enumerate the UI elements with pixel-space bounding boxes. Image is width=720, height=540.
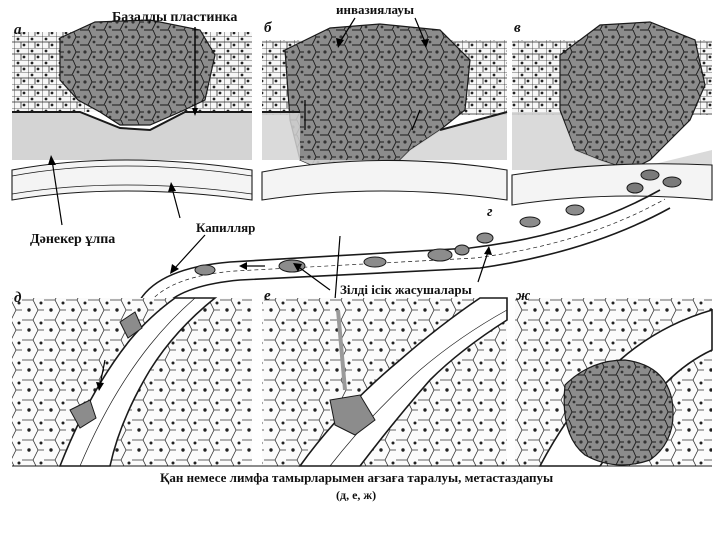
panel-letter-d: д bbox=[14, 290, 22, 306]
panel-zh bbox=[515, 298, 713, 467]
panel-letter-c: в bbox=[514, 20, 521, 36]
capillary-vessel bbox=[139, 189, 671, 306]
panel-e bbox=[262, 297, 508, 467]
panel-letter-e: е bbox=[264, 288, 271, 304]
label-basal-lamina: Базалды пластинка bbox=[112, 10, 238, 25]
panel-b bbox=[261, 17, 508, 215]
panel-c bbox=[511, 20, 713, 215]
panel-d bbox=[12, 297, 252, 467]
caption-line-1: Қан немесе лимфа тамырларымен ағзаға тар… bbox=[160, 470, 554, 485]
label-malignant-cells: Зілді ісік жасушалары bbox=[340, 282, 472, 297]
label-connective-tissue: Дәнекер ұлпа bbox=[30, 232, 116, 247]
panel-letter-a: а bbox=[14, 22, 22, 38]
label-capillary: Капилляр bbox=[196, 220, 256, 235]
caption-line-2: (д, е, ж) bbox=[336, 488, 377, 502]
panel-letter-g: г bbox=[487, 204, 493, 220]
panel-letter-b: б bbox=[264, 20, 272, 36]
panel-a bbox=[11, 19, 253, 226]
panel-letter-zh: ж bbox=[516, 288, 531, 304]
label-invasion: инвазиялауы bbox=[336, 2, 415, 17]
